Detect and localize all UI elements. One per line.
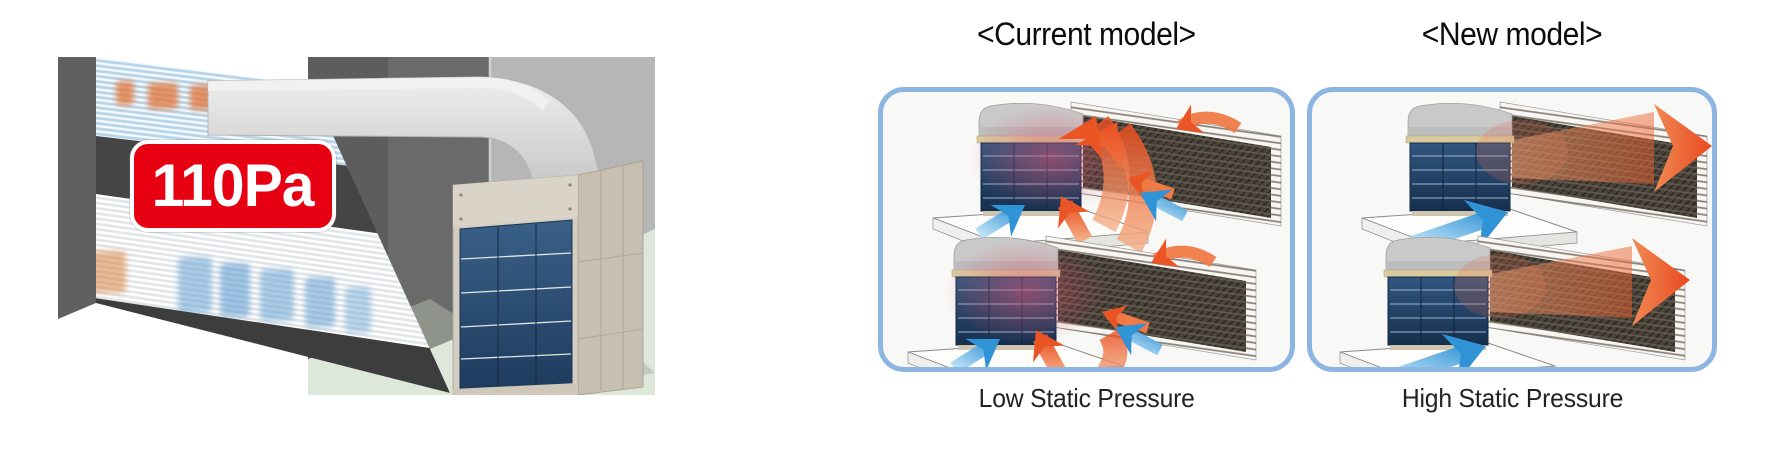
cool-air-intake-arrows	[950, 311, 1163, 367]
hot-air-discharge-arrow	[1490, 238, 1690, 326]
current-model-caption: Low Static Pressure	[978, 383, 1195, 413]
static-pressure-value: 110Pa	[152, 152, 315, 219]
new-model-panel	[1307, 87, 1717, 372]
upper-floor-new	[1361, 101, 1712, 257]
hot-air-discharge-arrow	[1512, 104, 1712, 192]
cool-air-glow-patches	[96, 251, 371, 333]
lower-floor-new	[1339, 235, 1690, 367]
heat-buildup-glow	[944, 240, 1108, 344]
new-model-diagram	[1339, 101, 1712, 367]
outdoor-unit	[452, 160, 644, 395]
current-model-diagram	[907, 101, 1282, 367]
new-model-title: <New model>	[1421, 16, 1603, 52]
lower-floor-current	[907, 105, 1257, 367]
wall-column	[58, 57, 96, 319]
outdoor-unit-sketch	[1405, 103, 1515, 216]
hot-air-recirculation-arrows	[1020, 105, 1217, 367]
cool-air-intake-arrows	[975, 177, 1188, 240]
hot-air-recirculation-arrows	[1045, 104, 1242, 253]
current-model-panel	[878, 87, 1295, 372]
cool-air-intake-arrow	[1397, 322, 1494, 367]
static-pressure-badge: 110Pa	[130, 140, 336, 232]
outdoor-unit-sketch	[1383, 237, 1493, 350]
current-model-title: <Current model>	[977, 16, 1196, 52]
new-model-caption: High Static Pressure	[1401, 383, 1623, 413]
unit-coil	[459, 219, 573, 395]
